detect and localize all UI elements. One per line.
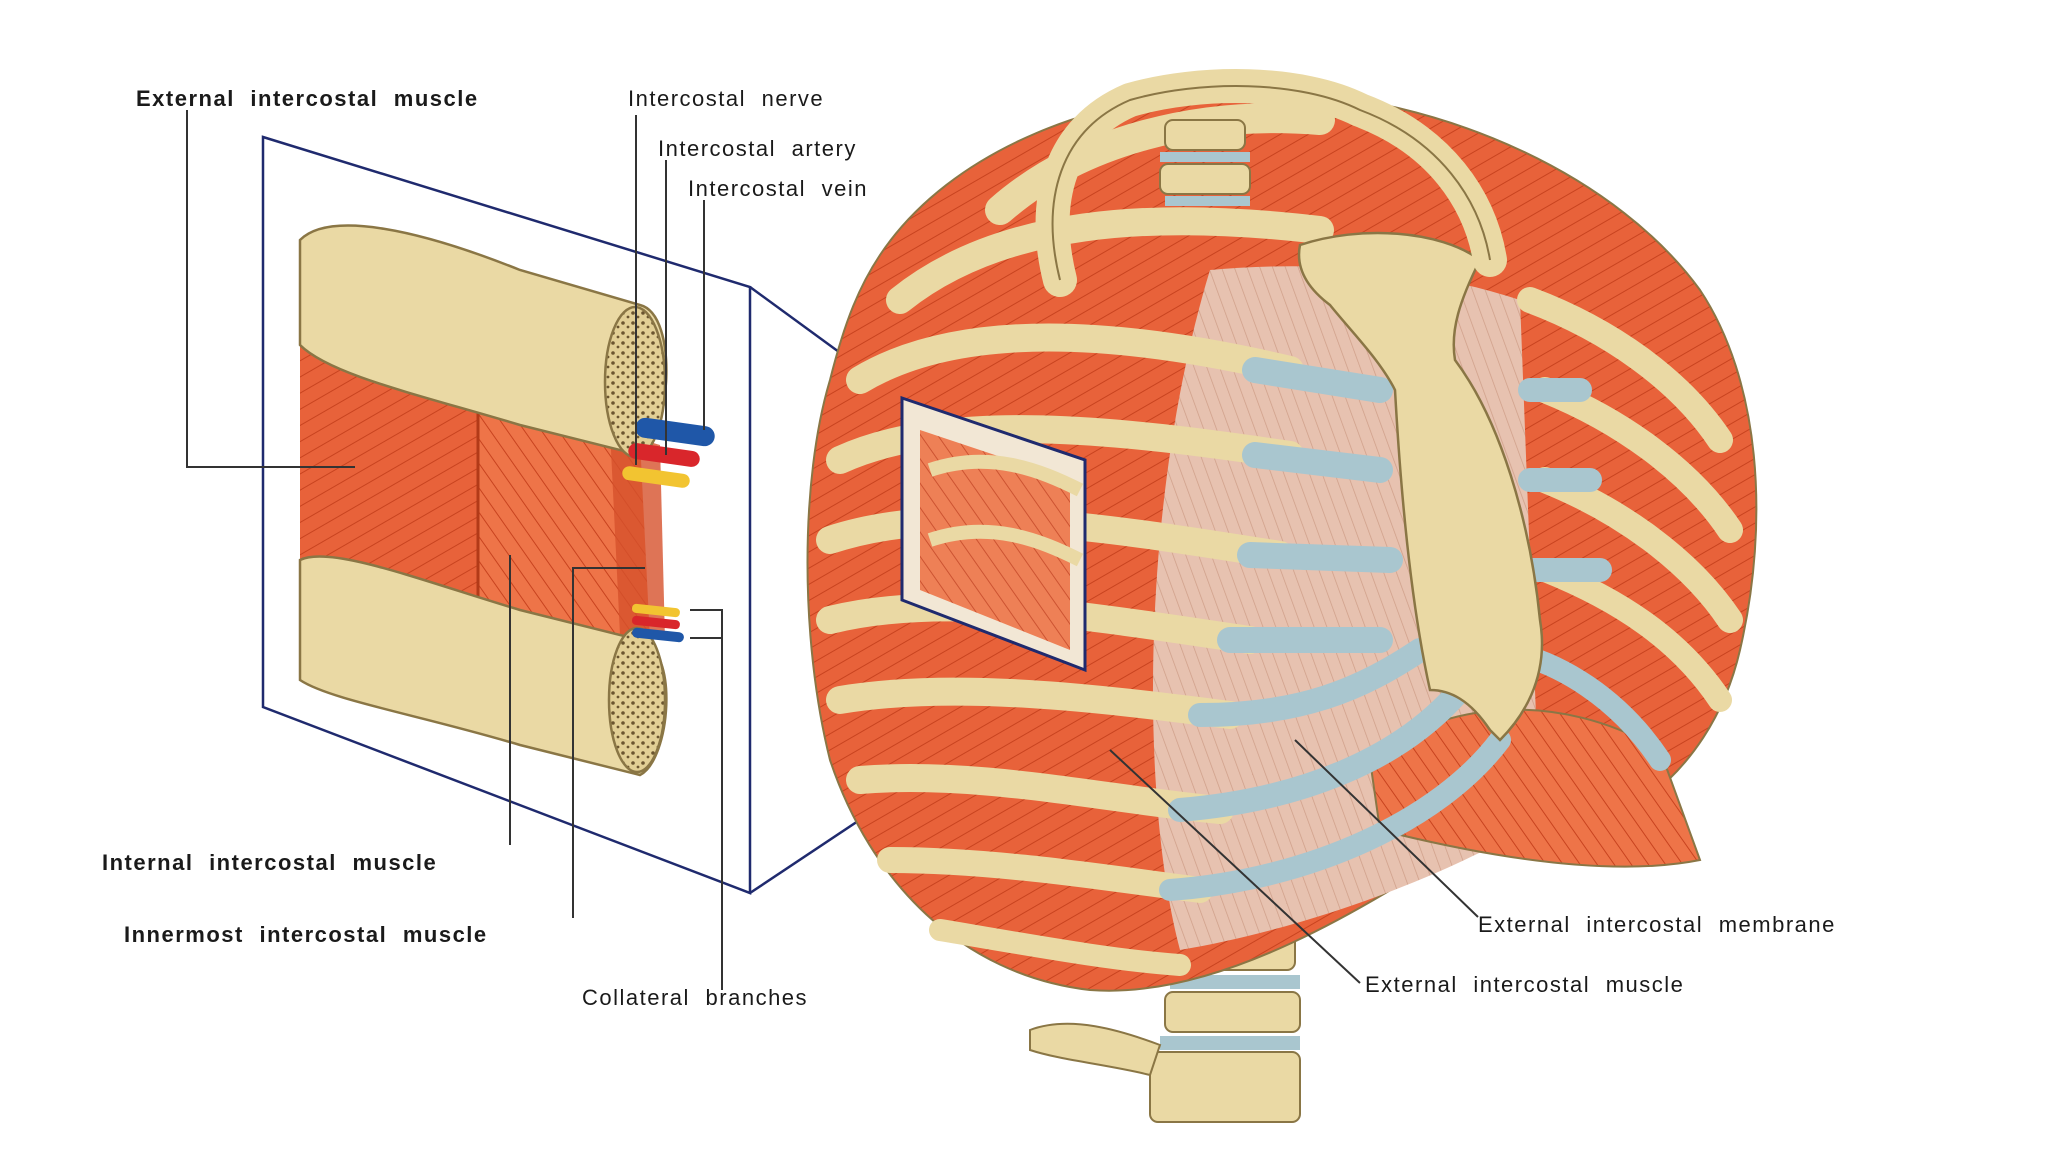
upper-vertebrae <box>1159 119 1251 206</box>
leader-lines <box>186 110 1479 990</box>
leader-innermost-intercostal <box>572 567 645 918</box>
artery-vessel <box>628 443 700 467</box>
label-collateral-branches: Collateral branches <box>582 985 809 1010</box>
leader-external-intercostal-membrane <box>1294 739 1479 918</box>
label-intercostal-artery: Intercostal artery <box>658 136 857 161</box>
label-innermost-intercostal-muscle: Innermost intercostal muscle <box>124 922 488 947</box>
label-external-intercostal-muscle-right: External intercostal muscle <box>1365 972 1685 997</box>
upper-neurovascular-bundle <box>622 417 715 488</box>
internal-intercostal-sheet <box>478 395 650 640</box>
label-intercostal-vein: Intercostal vein <box>688 176 868 201</box>
sternum <box>1297 231 1544 742</box>
label-intercostal-nerve: Intercostal nerve <box>628 86 825 111</box>
posterior-muscle-flap <box>1368 708 1702 868</box>
nerve-vessel <box>622 466 690 488</box>
external-intercostal-sheet <box>300 345 478 620</box>
label-external-intercostal-membrane: External intercostal membrane <box>1478 912 1836 937</box>
leader-external-intercostal-right <box>1109 749 1361 984</box>
collateral-branches-bundle <box>632 603 684 643</box>
leader-collateral-branches <box>690 609 723 990</box>
lower-rib-section <box>607 626 667 774</box>
thorax-illustration <box>806 69 1758 1123</box>
vein-vessel <box>635 417 715 447</box>
leader-external-intercostal-left <box>186 110 355 468</box>
label-internal-intercostal-muscle: Internal intercostal muscle <box>102 850 438 875</box>
label-external-intercostal-muscle-left: External intercostal muscle <box>136 86 479 111</box>
